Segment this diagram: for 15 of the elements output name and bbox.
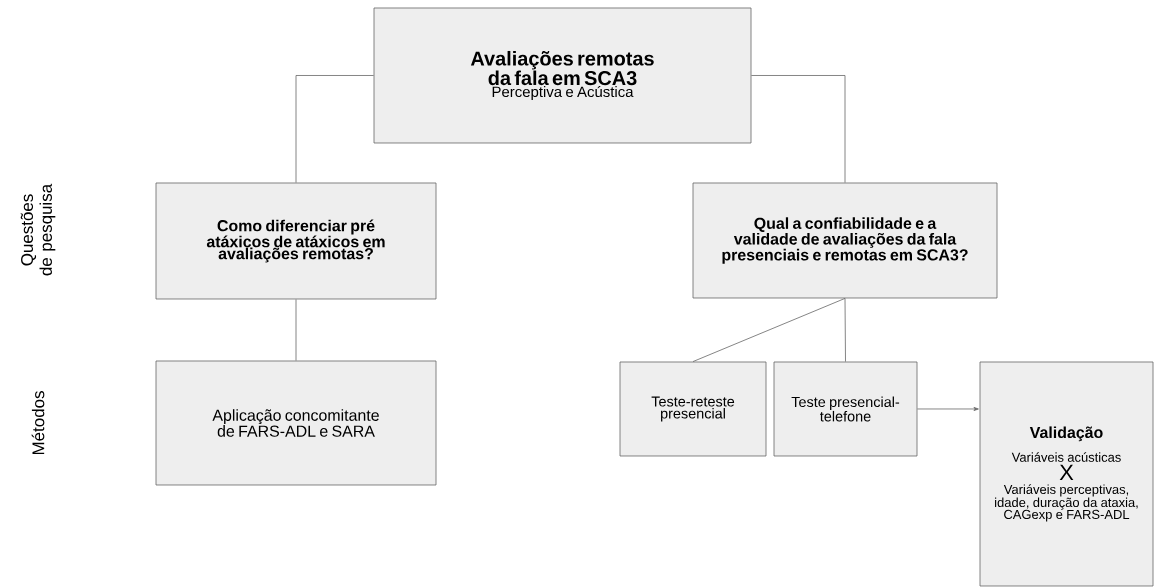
connector bbox=[295, 299, 297, 361]
validation-box: Validação Variáveis acústicas X Variáveis perceptivas, idade, duração da ataxia, CAGexp e FARS-ADL bbox=[979, 361, 1154, 587]
method-box: Teste presencial-telefone bbox=[773, 361, 918, 457]
question-box: Qual a confiabilidade e a validade de avaliações da fala presenciais e remotas em SCA3? bbox=[692, 182, 998, 299]
method-box: Teste-reteste presencial bbox=[619, 361, 767, 457]
connector bbox=[917, 407, 979, 411]
connector bbox=[692, 298, 846, 362]
connector bbox=[751, 75, 846, 183]
method-box: Aplicação concomitante de FARS-ADL e SARA bbox=[155, 360, 437, 486]
question-box: Como diferenciar pré atáxicos de atáxicos em avaliações remotas? bbox=[155, 182, 437, 300]
connector bbox=[844, 298, 846, 362]
connector bbox=[295, 75, 374, 183]
title-box: Avaliações remotas da fala em SCA3 Perceptiva e Acústica bbox=[373, 7, 752, 144]
row-label: Métodos bbox=[31, 391, 45, 455]
row-label: Questões de pesquisa bbox=[20, 183, 56, 276]
